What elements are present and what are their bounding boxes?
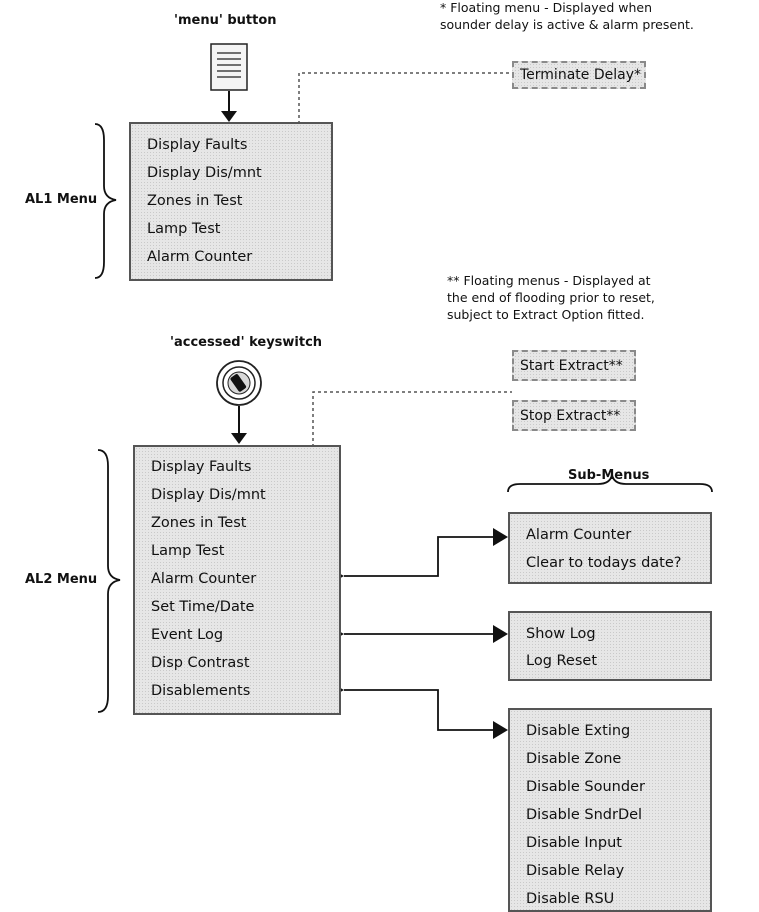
al1-item-lamp-test: Lamp Test [147, 221, 221, 237]
al2-item-disablements: Disablements [151, 683, 251, 699]
alarm-counter-submenu: Alarm Counter Clear to todays date? [508, 512, 712, 584]
al2-menu-label: AL2 Menu [25, 572, 98, 587]
al1-item-alarm-counter: Alarm Counter [147, 249, 253, 265]
submenu-clear-date-item: Clear to todays date? [526, 555, 682, 571]
submenu-log-reset-item: Log Reset [526, 653, 598, 669]
submenu-disable-sounder: Disable Sounder [526, 779, 645, 795]
right-arrow-icon [493, 721, 508, 739]
submenu-disable-input: Disable Input [526, 835, 622, 851]
floating-note-line1: * Floating menu - Displayed when [440, 0, 652, 15]
event-log-submenu: Show Log Log Reset [508, 611, 712, 681]
menu-button-icon [210, 43, 248, 91]
submenu-alarm-counter-item: Alarm Counter [526, 527, 632, 543]
al1-item-display-faults: Display Faults [147, 137, 248, 153]
submenu-show-log-item: Show Log [526, 626, 596, 642]
extract-note-line3: subject to Extract Option fitted. [447, 307, 645, 322]
keyswitch-label: 'accessed' keyswitch [170, 335, 323, 350]
submenu-disable-relay: Disable Relay [526, 863, 625, 879]
terminate-delay-box: Terminate Delay* [512, 61, 646, 89]
al1-menu-label: AL1 Menu [25, 192, 98, 207]
submenus-title: Sub-Menus [568, 468, 650, 483]
submenu-disable-zone: Disable Zone [526, 751, 622, 767]
down-arrow-icon [221, 111, 237, 122]
al1-item-display-dismnt: Display Dis/mnt [147, 165, 262, 181]
extract-note-line1: ** Floating menus - Displayed at [447, 273, 651, 288]
disablements-submenu: Disable Exting Disable Zone Disable Soun… [508, 708, 712, 912]
al2-item-display-dismnt: Display Dis/mnt [151, 487, 266, 503]
keyswitch-icon [216, 360, 262, 406]
al2-item-lamp-test: Lamp Test [151, 543, 225, 559]
al2-item-set-time-date: Set Time/Date [151, 599, 255, 615]
floating-note-line2: sounder delay is active & alarm present. [440, 17, 694, 32]
al2-item-event-log: Event Log [151, 627, 224, 643]
al2-item-disp-contrast: Disp Contrast [151, 655, 250, 671]
down-arrow-icon [231, 433, 247, 444]
submenu-disable-exting: Disable Exting [526, 723, 631, 739]
extract-note-line2: the end of flooding prior to reset, [447, 290, 655, 305]
start-extract-box: Start Extract** [512, 350, 636, 381]
stop-extract-box: Stop Extract** [512, 400, 636, 431]
right-arrow-icon [493, 625, 508, 643]
al2-menu-box: Display Faults Display Dis/mnt Zones in … [133, 445, 341, 715]
al1-menu-box: Display Faults Display Dis/mnt Zones in … [129, 122, 333, 281]
submenu-disable-sndrdel: Disable SndrDel [526, 807, 643, 823]
al1-item-zones-in-test: Zones in Test [147, 193, 243, 209]
al2-item-zones-in-test: Zones in Test [151, 515, 247, 531]
al1-brace [94, 123, 117, 279]
menu-button-label: 'menu' button [174, 13, 277, 28]
al2-item-alarm-counter: Alarm Counter [151, 571, 257, 587]
submenu-disable-rsu: Disable RSU [526, 891, 615, 907]
al2-brace [97, 449, 121, 713]
al2-item-display-faults: Display Faults [151, 459, 252, 475]
submenus-brace [507, 474, 713, 493]
right-arrow-icon [493, 528, 508, 546]
